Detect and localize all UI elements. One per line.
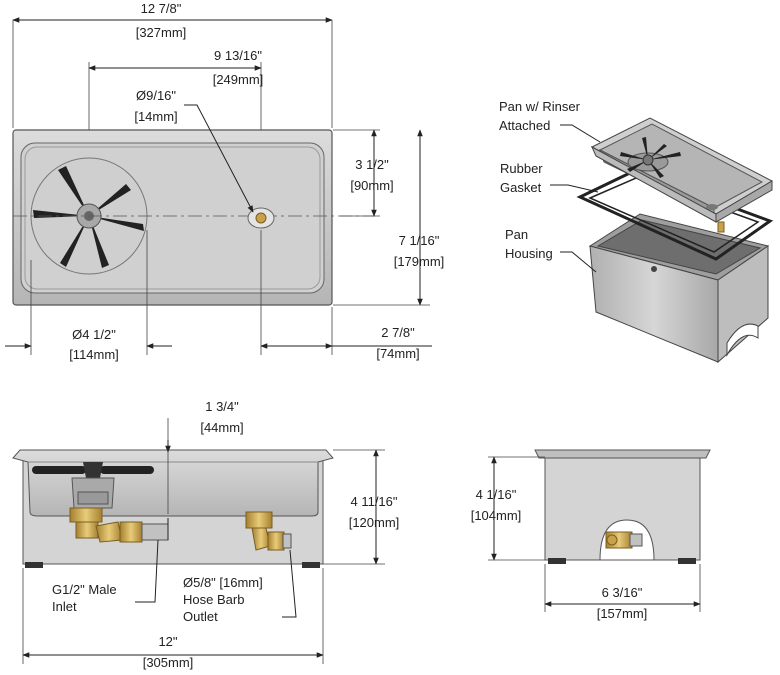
inlet-label-line1: G1/2" Male (52, 582, 117, 597)
side-width-metric: [157mm] (597, 606, 648, 621)
side-height-imperial: 4 1/16" (476, 487, 517, 502)
pan-depth-imperial: 1 3/4" (205, 399, 239, 414)
side-height-metric: [104mm] (471, 508, 522, 523)
rinser-diameter-metric: [114mm] (69, 347, 119, 362)
front-width-imperial: 12" (158, 634, 177, 649)
rinser-handle-right (100, 466, 154, 474)
rubber-gasket (576, 169, 774, 261)
overall-depth-imperial: 7 1/16" (399, 233, 440, 248)
rinser-to-drain-imperial: 9 13/16" (214, 48, 262, 63)
rinser-diameter-imperial: Ø4 1/2" (72, 327, 116, 342)
overall-width-imperial: 12 7/8" (141, 1, 182, 16)
top-view (5, 17, 432, 355)
overall-width-metric: [327mm] (136, 25, 187, 40)
half-depth-imperial: 3 1/2" (355, 157, 389, 172)
outlet-label-line2: Hose Barb (183, 592, 244, 607)
overall-height-metric: [120mm] (349, 515, 400, 530)
pan-housing (588, 213, 770, 364)
front-width-metric: [305mm] (143, 655, 194, 670)
inlet-label-line2: Inlet (52, 599, 77, 614)
outlet-label-line3: Outlet (183, 609, 218, 624)
label-housing-line1: Pan (505, 227, 528, 242)
pan-front (12, 449, 334, 517)
drain-offset-imperial: 2 7/8" (381, 325, 415, 340)
outlet-label-line1: Ø5/8" [16mm] (183, 575, 263, 590)
exploded-view (550, 117, 774, 364)
label-pan-with-rinser-line1: Pan w/ Rinser (499, 99, 581, 114)
inlet-fitting (69, 507, 103, 523)
rinser-to-drain-metric: [249mm] (213, 72, 264, 87)
side-view (488, 449, 711, 612)
half-depth-metric: [90mm] (350, 178, 393, 193)
overall-height-imperial: 4 11/16" (350, 494, 397, 509)
drain-icon (255, 212, 267, 224)
pan-with-rinser (590, 117, 774, 233)
drain-diameter-imperial: Ø9/16" (136, 88, 176, 103)
drain-offset-metric: [74mm] (376, 346, 419, 361)
label-gasket-line1: Rubber (500, 161, 543, 176)
side-width-imperial: 6 3/16" (602, 585, 643, 600)
label-gasket-line2: Gasket (500, 180, 542, 195)
front-view (12, 418, 385, 664)
drain-diameter-metric: [14mm] (134, 109, 177, 124)
label-housing-line2: Housing (505, 246, 553, 261)
overall-depth-metric: [179mm] (394, 254, 445, 269)
pan-depth-metric: [44mm] (200, 420, 243, 435)
outlet-fitting (245, 511, 273, 529)
label-pan-with-rinser-line2: Attached (499, 118, 550, 133)
rinser-handle-left (32, 466, 86, 474)
